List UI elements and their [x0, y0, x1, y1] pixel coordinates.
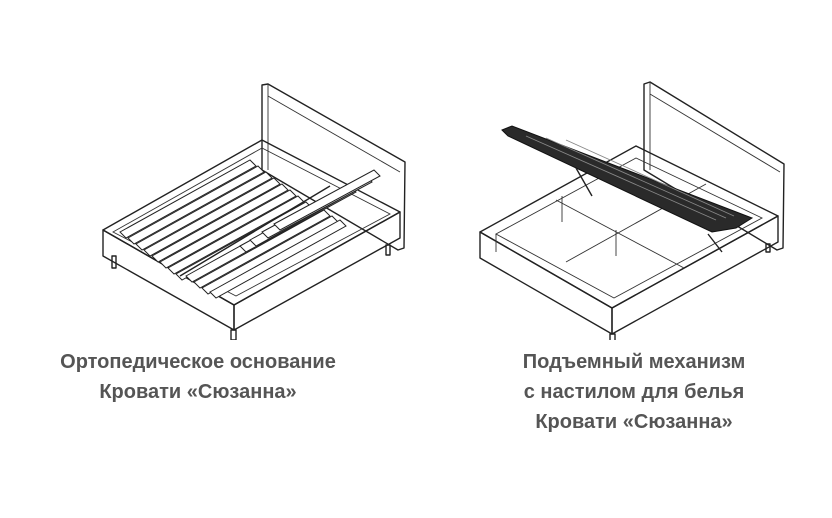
caption-line: Ортопедическое основание: [60, 351, 336, 373]
lifted-slat-base: [501, 125, 754, 233]
lifted-slats: [525, 135, 735, 221]
bed-lift-mechanism-icon: [479, 81, 785, 340]
caption-line: Подъемный механизм: [522, 351, 746, 373]
caption-lift-mechanism: Подъемный механизм с настилом для белья …: [426, 347, 832, 437]
caption-line: Кровати «Сюзанна»: [535, 411, 733, 433]
bed-orthopedic-base-icon: [102, 83, 406, 340]
item-lift-mechanism: Подъемный механизм с настилом для белья …: [416, 0, 832, 518]
caption-orthopedic-base: Ортопедическое основание Кровати «Сюзанн…: [0, 347, 406, 407]
slats-right-half: [185, 169, 381, 299]
caption-line: с настилом для белья: [523, 381, 745, 403]
item-orthopedic-base: Ортопедическое основание Кровати «Сюзанн…: [0, 83, 406, 407]
caption-line: Кровати «Сюзанна»: [99, 381, 297, 403]
slats-left-half: [119, 159, 313, 281]
